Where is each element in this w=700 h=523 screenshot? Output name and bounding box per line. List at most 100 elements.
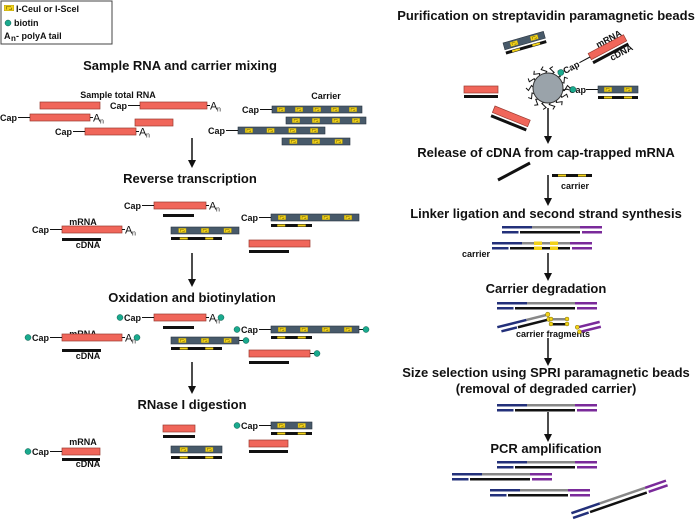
step-title-release: Release of cDNA from cap-trapped mRNA [417, 145, 675, 160]
cap-label: Cap [110, 101, 128, 111]
unbound-carrier-duplex [502, 31, 547, 55]
biotin-icon [313, 350, 321, 357]
linker-3-prime [570, 242, 592, 245]
cap-label: Cap [124, 201, 142, 211]
restriction-site-icon [295, 107, 303, 112]
step-title-size-selection: Size selection using SPRI paramagnetic b… [402, 365, 690, 380]
streptavidin-linker [562, 88, 570, 92]
step-title-size-selection-sub: (removal of degraded carrier) [456, 381, 637, 396]
biotin-icon [557, 69, 565, 76]
restriction-site-icon [288, 128, 297, 133]
mrna-strand [139, 101, 208, 110]
legend-restriction-site-label: I-CeuI or I-SceI [16, 4, 79, 14]
linker-5-prime [492, 242, 522, 245]
restriction-site-cdna [558, 174, 566, 177]
restriction-site-icon [344, 327, 352, 332]
polya-subscript: n [100, 119, 104, 126]
restriction-site [550, 246, 558, 250]
first-strand-cdna [508, 494, 568, 497]
polya-subscript: n [146, 133, 150, 140]
first-strand-cdna [515, 307, 575, 310]
cap-label: Cap [55, 127, 73, 137]
second-strand [527, 404, 575, 407]
linker-3-prime-bottom [532, 478, 552, 481]
first-strand-cdna [520, 231, 580, 234]
restriction-site-icon [300, 215, 308, 220]
mrna-strand [153, 313, 207, 322]
label-carrier-ligation: carrier [462, 249, 491, 259]
fragment-right [575, 320, 602, 335]
label-carrier-fragments: carrier fragments [516, 329, 590, 339]
cap-label: Cap [32, 225, 50, 235]
polya-icon-subscript: n [11, 34, 16, 43]
carrier-strand [170, 445, 223, 454]
step-title-ligation: Linker ligation and second strand synthe… [410, 206, 682, 221]
biotin-icon [24, 334, 32, 341]
linker-3-prime [530, 473, 552, 476]
restriction-site-icon [344, 215, 352, 220]
restriction-site-cdna [297, 336, 306, 339]
linker-5-prime-bottom [452, 478, 469, 481]
restriction-site-cdna [179, 347, 188, 350]
label-cdna-rnase: cDNA [76, 459, 101, 469]
cdna-strand [163, 214, 194, 217]
restriction-site-cdna [297, 432, 306, 435]
label-mrna-rt: mRNA [69, 217, 97, 227]
mrna-strand [162, 424, 196, 433]
restriction-site-icon [322, 215, 330, 220]
restriction-site-icon [604, 87, 612, 92]
restriction-site-cdna [277, 432, 286, 435]
first-strand-cdna [589, 491, 648, 514]
second-strand-fragment [526, 313, 547, 322]
restriction-site-icon [278, 215, 286, 220]
cut-site [575, 324, 580, 330]
biotin-icon [133, 334, 141, 341]
mrna-strand [587, 34, 628, 61]
restriction-site-icon [292, 118, 300, 123]
carrier-cdna-strand [271, 224, 312, 227]
linker-5-prime [497, 404, 527, 407]
restriction-site [534, 241, 542, 245]
cap-label: Cap [241, 213, 259, 223]
linker-5-prime [571, 502, 601, 515]
polya-subscript: n [216, 207, 220, 214]
linker-3-prime-bottom [570, 494, 590, 497]
linker-3-prime [575, 302, 597, 305]
legend: I-CeuI or I-SceI biotin A n - polyA tail [0, 0, 113, 45]
fragment-middle [548, 316, 570, 327]
cdna-strand [249, 450, 288, 453]
unbound-mrna-duplex-tilted [490, 105, 531, 132]
bead-bound-carrier: Cap [562, 85, 639, 99]
polya-label: A [139, 127, 147, 139]
carrier-fragment [552, 318, 566, 321]
mrna-strand [61, 225, 123, 234]
polya-subscript: n [132, 339, 136, 346]
polya-label: A [93, 113, 101, 125]
mrna-strand [134, 118, 174, 127]
degradation-products [497, 302, 597, 310]
fragment-left [497, 311, 552, 333]
cdna-strand [490, 114, 527, 132]
label-sample-total-rna: Sample total RNA [80, 90, 156, 100]
restriction-site-icon [332, 118, 340, 123]
restriction-site-icon [178, 338, 187, 343]
polya-label: A [125, 333, 133, 345]
restriction-site-icon [223, 338, 232, 343]
linker-3-prime [575, 404, 597, 407]
carrier-strand [270, 421, 313, 430]
second-strand [527, 302, 575, 305]
cdna-strand [249, 361, 289, 364]
polya-subscript: n [132, 231, 136, 238]
restriction-site-icon [310, 128, 319, 133]
restriction-site-icon [289, 139, 298, 144]
restriction-site [550, 241, 558, 245]
cut-site [577, 329, 582, 335]
cdna-strand [163, 326, 194, 329]
carrier-fragment-cdna [552, 323, 566, 326]
pcr-products [452, 461, 597, 497]
restriction-site-icon [4, 5, 14, 11]
